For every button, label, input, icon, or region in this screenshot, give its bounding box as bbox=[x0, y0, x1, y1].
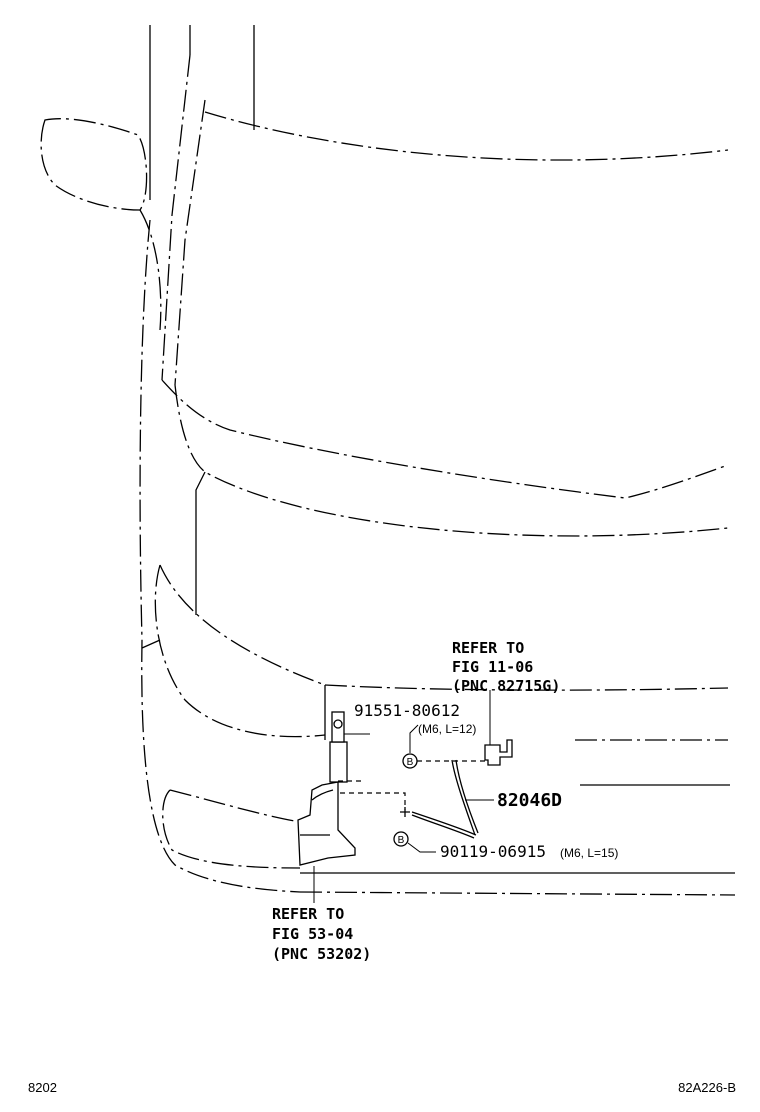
callout-refer-upper: REFER TO FIG 11-06 (PNC 82715G) bbox=[452, 639, 560, 695]
bolt-part-number: 91551-80612 bbox=[354, 701, 460, 720]
clip-b-lower: B bbox=[393, 831, 409, 847]
refer-upper-line1: REFER TO bbox=[452, 639, 524, 657]
harness-part-number: 82046D bbox=[497, 790, 562, 811]
callout-harness: 82046D bbox=[497, 790, 562, 811]
refer-upper-line2: FIG 11-06 bbox=[452, 658, 533, 676]
clip-b-lower-label: B bbox=[398, 835, 405, 846]
refer-lower-line3: (PNC 53202) bbox=[272, 945, 371, 963]
refer-upper-line3: (PNC 82715G) bbox=[452, 677, 560, 695]
vehicle-body-outline bbox=[40, 25, 736, 896]
leader-lines bbox=[313, 690, 494, 903]
figure-number: 8202 bbox=[28, 1080, 57, 1095]
illustration-code: 82A226-B bbox=[678, 1080, 736, 1095]
screw-spec: (M6, L=15) bbox=[560, 846, 618, 860]
bracket-assembly bbox=[297, 711, 406, 866]
wire-harness bbox=[400, 759, 479, 839]
connector-bracket bbox=[484, 739, 513, 766]
callout-screw: 90119-06915 (M6, L=15) bbox=[440, 842, 618, 861]
screw-part-number: 90119-06915 bbox=[440, 842, 546, 861]
refer-lower-line2: FIG 53-04 bbox=[272, 925, 353, 943]
callout-refer-lower: REFER TO FIG 53-04 (PNC 53202) bbox=[272, 905, 371, 963]
bolt-spec: (M6, L=12) bbox=[418, 722, 476, 736]
callout-bolt: 91551-80612 (M6, L=12) bbox=[354, 701, 476, 736]
refer-lower-line1: REFER TO bbox=[272, 905, 344, 923]
clip-b-upper-label: B bbox=[407, 757, 414, 768]
clip-b-upper: B bbox=[402, 753, 418, 769]
